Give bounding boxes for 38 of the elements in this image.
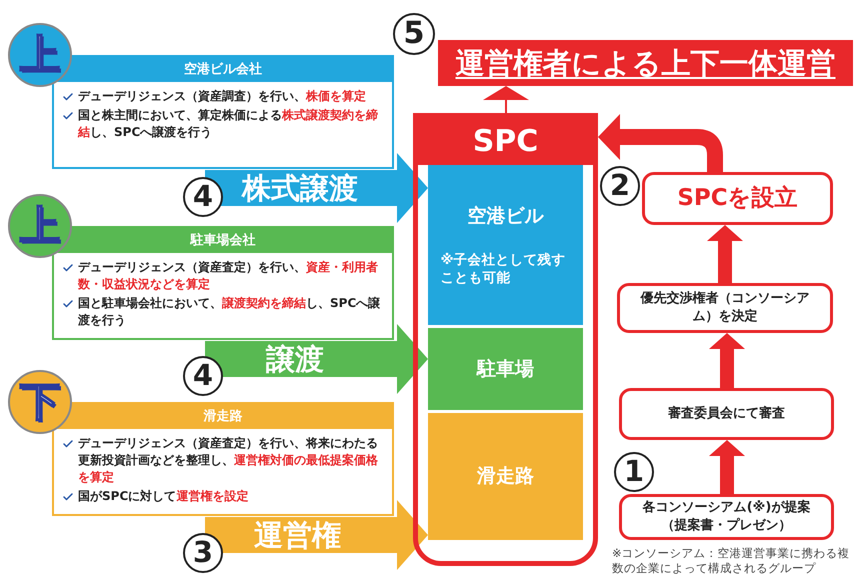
bullet-text: デューデリジェンス（資産調査）を行い、株価を算定 bbox=[78, 88, 366, 105]
bullet-text: 国と株主間において、算定株価による株式譲渡契約を締結し、SPCへ譲渡を行う bbox=[78, 107, 379, 141]
step-number: 4 bbox=[183, 356, 223, 396]
step-text: 優先交渉権者（コンソーシアム）を決定 bbox=[639, 290, 810, 326]
title-text: 運営権者による上下一体運営 bbox=[456, 48, 836, 78]
arrow bbox=[707, 225, 743, 283]
bullet-text: デューデリジェンス（資産査定）を行い、資産・利用者数・収益状況などを算定 bbox=[78, 259, 379, 293]
step-text: SPCを設立 bbox=[677, 184, 798, 214]
header-text: SPC bbox=[472, 126, 538, 156]
section-box bbox=[428, 413, 583, 540]
step-box bbox=[617, 283, 833, 333]
step-box bbox=[619, 494, 834, 540]
step-number: 3 bbox=[183, 533, 223, 573]
step-number: 4 bbox=[183, 177, 223, 217]
step-text: 各コンソーシアム(※)が提案（提案書・プレゼン） bbox=[642, 499, 812, 535]
spc-container bbox=[413, 113, 598, 566]
bullet-text: 国がSPCに対して運営権を設定 bbox=[78, 488, 248, 505]
section-box bbox=[428, 328, 583, 410]
step-text: 審査委員会にて審査 bbox=[667, 405, 786, 423]
note-text: ※子会社として残すことも可能 bbox=[440, 250, 567, 288]
step-number: 2 bbox=[600, 166, 640, 206]
arrow bbox=[483, 86, 529, 113]
bullet-text: 国と駐車場会社において、譲渡契約を締結し、SPCへ譲渡を行う bbox=[78, 295, 382, 329]
section-title: 駐車場 bbox=[477, 356, 534, 382]
step-number: 1 bbox=[614, 452, 654, 492]
section-box bbox=[428, 165, 583, 325]
footnote-text: ※コンソーシアム：空港運営事業に携わる複数の企業によって構成されるグループ bbox=[612, 546, 851, 576]
step-number: 5 bbox=[393, 13, 435, 55]
level-badge: 下 bbox=[8, 370, 72, 434]
title-banner bbox=[438, 40, 853, 86]
arrow bbox=[709, 440, 745, 494]
step-box bbox=[619, 388, 834, 440]
step-box bbox=[642, 172, 833, 225]
bullet-text: デューデリジェンス（資産査定）を行い、将来にわたる更新投資計画などを整理し、運営権対価の最低提案価格を算定 bbox=[78, 435, 379, 486]
section-title: 空港ビル bbox=[468, 204, 544, 230]
arrow bbox=[709, 333, 745, 388]
arrow bbox=[598, 114, 723, 172]
section-title: 滑走路 bbox=[477, 464, 534, 490]
